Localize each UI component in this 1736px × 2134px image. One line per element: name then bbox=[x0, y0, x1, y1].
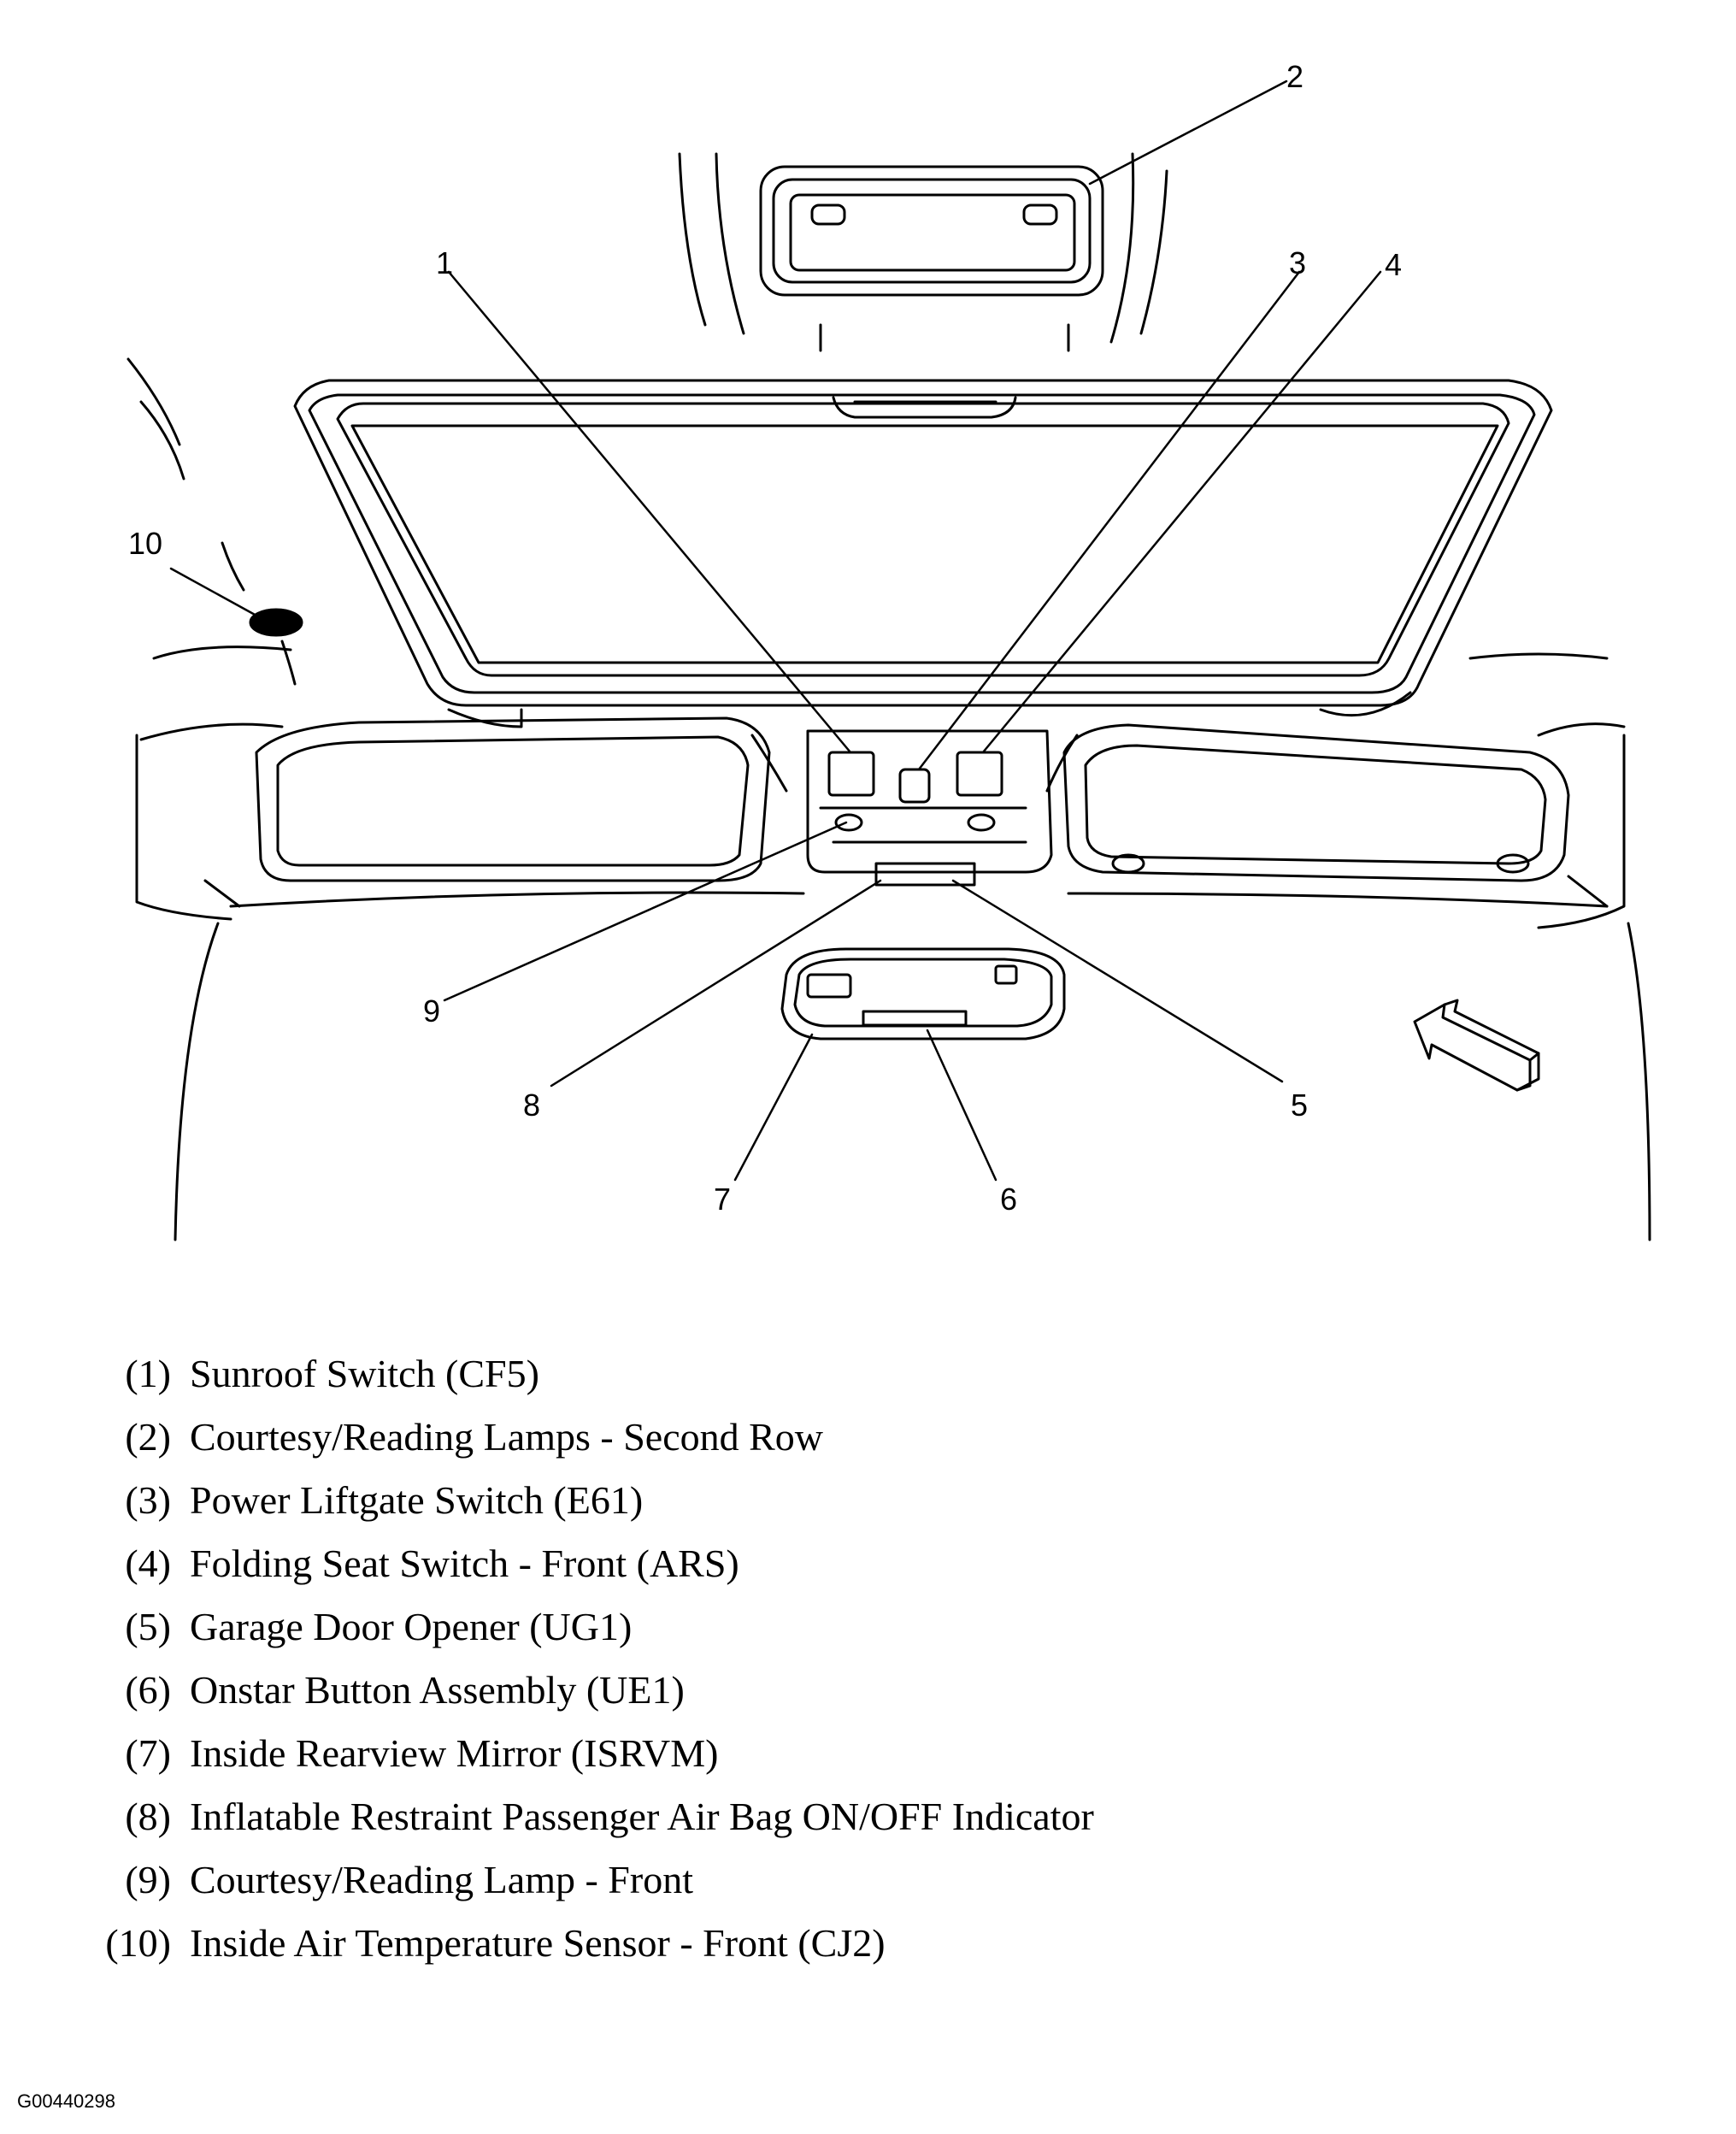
legend-label: Sunroof Switch (CF5) bbox=[190, 1352, 539, 1395]
legend-label: Power Liftgate Switch (E61) bbox=[190, 1478, 644, 1522]
legend-label: Inflatable Restraint Passenger Air Bag O… bbox=[190, 1795, 1094, 1838]
legend-number: (10) bbox=[105, 1921, 171, 1965]
callout-1: 1 bbox=[436, 245, 453, 280]
temperature-sensor-grille bbox=[221, 541, 303, 686]
legend-label: Onstar Button Assembly (UE1) bbox=[190, 1668, 685, 1712]
left-sunvisor bbox=[255, 716, 788, 882]
legend-item: (6) Onstar Button Assembly (UE1) bbox=[81, 1667, 1534, 1730]
legend-item: (2) Courtesy/Reading Lamps - Second Row bbox=[81, 1414, 1534, 1477]
legend-label: Garage Door Opener (UG1) bbox=[190, 1605, 633, 1648]
callout-4: 4 bbox=[1385, 247, 1402, 282]
front-direction-arrow bbox=[1413, 999, 1540, 1092]
callout-6: 6 bbox=[1000, 1182, 1017, 1217]
legend-item: (10) Inside Air Temperature Sensor - Fron… bbox=[81, 1920, 1534, 1984]
legend-label: Inside Rearview Mirror (ISRVM) bbox=[190, 1731, 719, 1775]
figure-id: G00440298 bbox=[17, 2090, 115, 2112]
legend-item: (5) Garage Door Opener (UG1) bbox=[81, 1604, 1534, 1667]
legend-item: (4) Folding Seat Switch - Front (ARS) bbox=[81, 1541, 1534, 1604]
line-art bbox=[127, 80, 1651, 1241]
legend-number: (4) bbox=[125, 1542, 171, 1585]
legend-number: (9) bbox=[125, 1858, 171, 1901]
callout-7: 7 bbox=[714, 1182, 731, 1217]
diagram-canvas: 1 2 3 4 5 6 7 8 9 10 bbox=[127, 59, 1651, 1241]
legend-item: (3) Power Liftgate Switch (E61) bbox=[81, 1477, 1534, 1541]
legend-item: (9) Courtesy/Reading Lamp - Front bbox=[81, 1857, 1534, 1920]
legend-item: (1) Sunroof Switch (CF5) bbox=[81, 1351, 1534, 1414]
callout-labels: 1 2 3 4 5 6 7 8 9 10 bbox=[128, 59, 1402, 1217]
legend-number: (8) bbox=[125, 1795, 171, 1838]
callout-10: 10 bbox=[128, 526, 162, 561]
callout-9: 9 bbox=[423, 993, 440, 1029]
legend-item: (8) Inflatable Restraint Passenger Air Ba… bbox=[81, 1794, 1534, 1857]
legend-list: (1) Sunroof Switch (CF5) (2) Courtesy/Read… bbox=[81, 1351, 1534, 1984]
legend-label: Courtesy/Reading Lamp - Front bbox=[190, 1858, 693, 1901]
legend-number: (6) bbox=[125, 1668, 171, 1712]
legend-number: (1) bbox=[125, 1352, 171, 1395]
overhead-console bbox=[806, 729, 1053, 887]
callout-8: 8 bbox=[523, 1088, 540, 1123]
legend-label: Folding Seat Switch - Front (ARS) bbox=[190, 1542, 739, 1585]
rearview-mirror bbox=[780, 947, 1066, 1040]
legend-number: (3) bbox=[125, 1478, 171, 1522]
second-row-lamp-module bbox=[678, 152, 1168, 352]
legend-number: (7) bbox=[125, 1731, 171, 1775]
overhead-console-diagram: 1 2 3 4 5 6 7 8 9 10 bbox=[127, 59, 1651, 1241]
legend-label: Inside Air Temperature Sensor - Front (C… bbox=[190, 1921, 886, 1965]
legend-number: (5) bbox=[125, 1605, 171, 1648]
callout-3: 3 bbox=[1289, 245, 1306, 280]
right-sunvisor bbox=[1045, 723, 1570, 882]
legend-label: Courtesy/Reading Lamps - Second Row bbox=[190, 1415, 824, 1459]
callout-2: 2 bbox=[1286, 59, 1303, 94]
headliner bbox=[127, 357, 1651, 1241]
legend-item: (7) Inside Rearview Mirror (ISRVM) bbox=[81, 1730, 1534, 1794]
leader-lines bbox=[169, 80, 1382, 1182]
callout-5: 5 bbox=[1291, 1088, 1308, 1123]
sunroof-frame bbox=[293, 379, 1553, 728]
legend-number: (2) bbox=[125, 1415, 171, 1459]
